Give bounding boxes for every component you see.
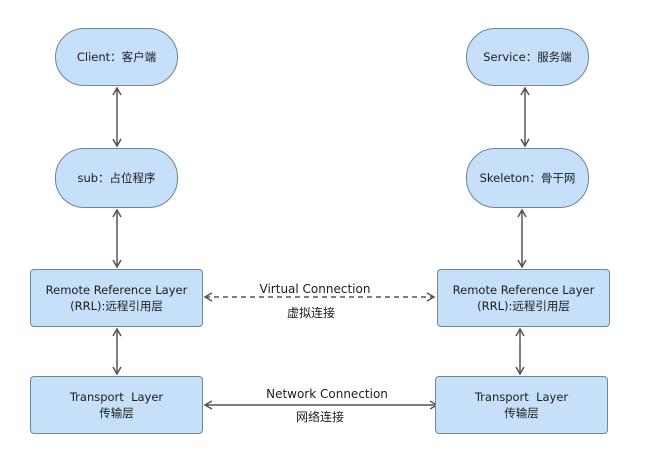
skeleton-label: Skeleton：骨干网 [479, 171, 576, 185]
transport-right-line1: Transport Layer [474, 390, 569, 404]
skeleton-node: Skeleton：骨干网 [466, 148, 589, 208]
client-node: Client：客户端 [55, 28, 178, 86]
rrl-left-line1: Remote Reference Layer [45, 283, 188, 297]
transport-left-line2: 传输层 [99, 406, 134, 420]
rrl-left-node: Remote Reference Layer (RRL):远程引用层 [30, 269, 203, 327]
virtual-connection-label: Virtual Connection [259, 282, 371, 296]
network-connection-label-zh: 网络连接 [295, 410, 345, 424]
rrl-right-line1: Remote Reference Layer [452, 283, 595, 297]
transport-right-node: Transport Layer 传输层 [435, 376, 608, 434]
rrl-left-line2: (RRL):远程引用层 [70, 299, 163, 313]
transport-left-node: Transport Layer 传输层 [30, 376, 203, 434]
rrl-right-node: Remote Reference Layer (RRL):远程引用层 [437, 269, 610, 327]
service-label: Service：服务端 [483, 50, 572, 64]
stub-node: sub：占位程序 [55, 148, 178, 208]
service-node: Service：服务端 [466, 28, 589, 86]
rrl-right-line2: (RRL):远程引用层 [477, 299, 570, 313]
transport-left-line1: Transport Layer [69, 390, 164, 404]
client-label: Client：客户端 [76, 50, 157, 64]
stub-label: sub：占位程序 [77, 171, 156, 185]
transport-right-line2: 传输层 [504, 406, 539, 420]
network-connection-label: Network Connection [266, 387, 388, 401]
virtual-connection-label-zh: 虚拟连接 [286, 306, 336, 320]
